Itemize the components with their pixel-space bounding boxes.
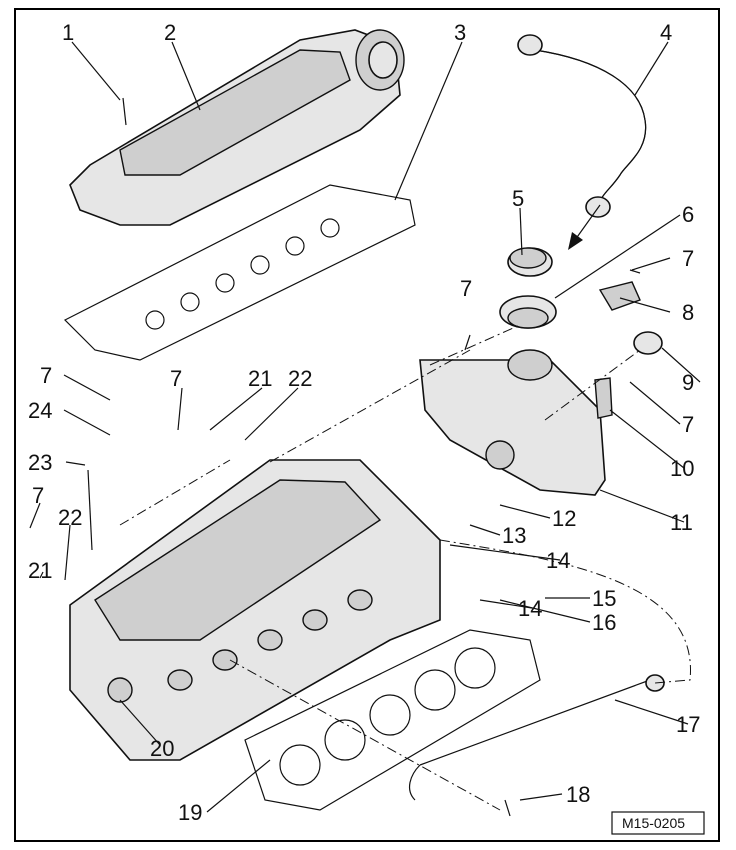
callout-7: 7 xyxy=(682,246,694,271)
callout-14: 14 xyxy=(518,596,542,621)
callout-8: 8 xyxy=(682,300,694,325)
cylinder-head-cover-icon xyxy=(69,29,405,226)
callout-17: 17 xyxy=(676,712,700,737)
timing-cover-icon xyxy=(419,349,606,496)
arrow xyxy=(574,204,601,241)
callout-12: 12 xyxy=(552,506,576,531)
callout-7: 7 xyxy=(170,366,182,391)
callout-13: 13 xyxy=(502,523,526,548)
callout-22: 22 xyxy=(288,366,312,391)
bolt-icon xyxy=(87,97,641,817)
leader-lines xyxy=(29,41,701,813)
cylinder-head-icon xyxy=(69,459,441,761)
arrow-head-icon xyxy=(568,232,583,250)
callout-24: 24 xyxy=(28,398,52,423)
callout-21: 21 xyxy=(248,366,272,391)
callout-23: 23 xyxy=(28,450,52,475)
reference-code: M15-0205 xyxy=(622,815,685,831)
callout-7: 7 xyxy=(460,276,472,301)
bracket-icon xyxy=(594,281,663,419)
callout-9: 9 xyxy=(682,370,694,395)
callout-21: 21 xyxy=(28,558,52,583)
breather-hose-icon xyxy=(517,34,647,218)
callout-7: 7 xyxy=(32,483,44,508)
callout-11: 11 xyxy=(670,510,693,535)
callout-4: 4 xyxy=(660,20,672,45)
callout-labels: 1 2 3 4 5 6 7 7 8 9 7 10 11 12 13 14 14 … xyxy=(28,20,700,825)
callout-14: 14 xyxy=(546,548,570,573)
callout-19: 19 xyxy=(178,800,202,825)
callout-20: 20 xyxy=(150,736,174,761)
gasket-icon xyxy=(63,184,416,361)
callout-3: 3 xyxy=(454,20,466,45)
callout-7: 7 xyxy=(682,412,694,437)
callout-6: 6 xyxy=(682,202,694,227)
head-gasket-icon xyxy=(244,629,541,811)
oil-pipe-icon xyxy=(408,674,665,801)
callout-22: 22 xyxy=(58,505,82,530)
callout-5: 5 xyxy=(512,186,524,211)
callout-7: 7 xyxy=(40,363,52,388)
callout-18: 18 xyxy=(566,782,590,807)
filler-cap-icon xyxy=(507,247,553,277)
callout-15: 15 xyxy=(592,586,616,611)
callout-10: 10 xyxy=(670,456,694,481)
assembly-lines xyxy=(119,324,691,811)
reference-code-box: M15-0205 xyxy=(611,811,705,835)
callout-2: 2 xyxy=(164,20,176,45)
callout-16: 16 xyxy=(592,610,616,635)
seal-ring-icon xyxy=(499,295,557,329)
callout-1: 1 xyxy=(62,20,74,45)
